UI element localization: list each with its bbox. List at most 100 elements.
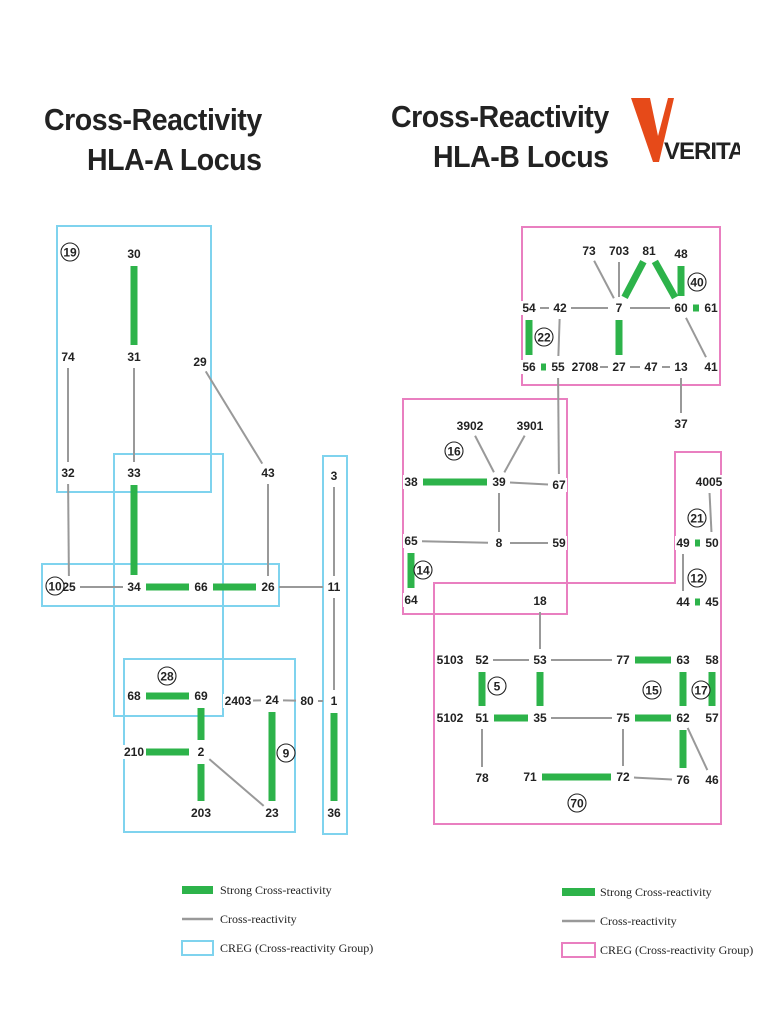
creg-circle-19 [60,242,80,262]
antigen-51: 51 [475,711,489,725]
antigen-bg-69 [193,689,209,703]
antigen-bg-35 [532,711,548,725]
antigen-bg-81 [641,244,657,258]
antigen-2403: 2403 [225,694,252,708]
antigen-47: 47 [644,360,658,374]
antigen-bg-62 [675,711,691,725]
creg-box-hla-b-1 [521,226,721,386]
antigen-bg-2708 [570,360,600,374]
creg-circle-15 [642,680,662,700]
antigen-bg-13 [673,360,689,374]
antigen-5102: 5102 [437,711,464,725]
cross-link-3901-39 [503,435,526,473]
antigen-bg-44 [675,595,691,609]
antigen-bg-33 [126,466,142,480]
antigen-bg-4005 [694,475,724,489]
antigen-bg-72 [615,770,631,784]
creg-box-hla-a-4 [123,658,296,833]
creg-label-19: 19 [63,246,77,260]
antigen-bg-65 [403,534,419,548]
legend-cross-label: Cross-reactivity [600,914,677,928]
antigen-74: 74 [61,350,75,364]
antigen-8: 8 [496,536,503,550]
antigen-bg-50 [704,536,720,550]
hla-a-title-line2: HLA-A Locus [87,142,262,177]
antigen-703: 703 [609,244,629,258]
antigen-50: 50 [705,536,719,550]
antigen-73: 73 [582,244,596,258]
antigen-bg-31 [126,350,142,364]
legend-strong-label: Strong Cross-reactivity [600,885,712,899]
antigen-35: 35 [533,711,547,725]
antigen-55: 55 [551,360,565,374]
antigen-bg-25 [61,580,77,594]
antigen-203: 203 [191,806,211,820]
antigen-30: 30 [127,247,141,261]
antigen-bg-30 [126,247,142,261]
antigen-59: 59 [552,536,566,550]
antigen-bg-49 [675,536,691,550]
antigen-36: 36 [327,806,341,820]
antigen-29: 29 [193,355,207,369]
antigen-bg-37 [673,417,689,431]
strong-link-7-81 [621,259,647,300]
antigen-bg-77 [615,653,631,667]
creg-label-12: 12 [690,572,704,586]
creg-label-14: 14 [416,564,430,578]
antigen-37: 37 [674,417,688,431]
creg-box-hla-a-1 [56,225,212,493]
antigen-44: 44 [676,595,690,609]
antigen-bg-32 [60,466,76,480]
antigen-bg-18 [532,594,548,608]
creg-circle-9 [276,743,296,763]
legend-strong-label: Strong Cross-reactivity [220,883,332,897]
veritas-logo: VERITAS [631,98,740,165]
antigen-210: 210 [124,745,144,759]
creg-box-hla-b-3 [433,451,722,825]
antigen-bg-58 [704,653,720,667]
cross-link-60-41 [685,317,707,358]
antigen-39: 39 [492,475,506,489]
creg-label-15: 15 [645,684,659,698]
antigen-77: 77 [616,653,630,667]
creg-label-28: 28 [160,670,174,684]
creg-label-5: 5 [494,680,501,694]
antigen-24: 24 [265,693,279,707]
cross-link-65-8 [421,540,489,544]
creg-circle-22 [534,327,554,347]
cross-link-73-7 [593,260,615,299]
antigen-bg-24 [264,693,280,707]
antigen-80: 80 [300,694,314,708]
antigen-3902: 3902 [457,419,484,433]
antigen-bg-57 [704,711,720,725]
antigen-52: 52 [475,653,489,667]
veritas-logo-text: VERITAS [664,138,740,165]
legend-creg-swatch [181,940,214,956]
antigen-bg-66 [193,580,209,594]
antigen-43: 43 [261,466,275,480]
antigen-bg-53 [532,653,548,667]
antigen-41: 41 [704,360,718,374]
antigen-66: 66 [194,580,208,594]
cross-link-39-67 [509,481,549,486]
creg-circle-21 [687,508,707,528]
antigen-81: 81 [642,244,656,258]
antigen-63: 63 [676,653,690,667]
antigen-42: 42 [553,301,567,315]
hla-b-title-line2: HLA-B Locus [433,139,609,174]
antigen-1: 1 [331,694,338,708]
antigen-bg-73 [581,244,597,258]
antigen-2: 2 [198,745,205,759]
antigen-23: 23 [265,806,279,820]
antigen-bg-11 [326,580,342,594]
antigen-bg-8 [494,536,504,550]
creg-label-9: 9 [283,747,290,761]
creg-label-21: 21 [690,512,704,526]
legend-creg-label: CREG (Cross-reactivity Group) [600,943,753,957]
creg-circle-5 [487,676,507,696]
antigen-48: 48 [674,247,688,261]
creg-label-17: 17 [694,684,708,698]
antigen-31: 31 [127,350,141,364]
strong-link-81-60 [651,259,679,300]
